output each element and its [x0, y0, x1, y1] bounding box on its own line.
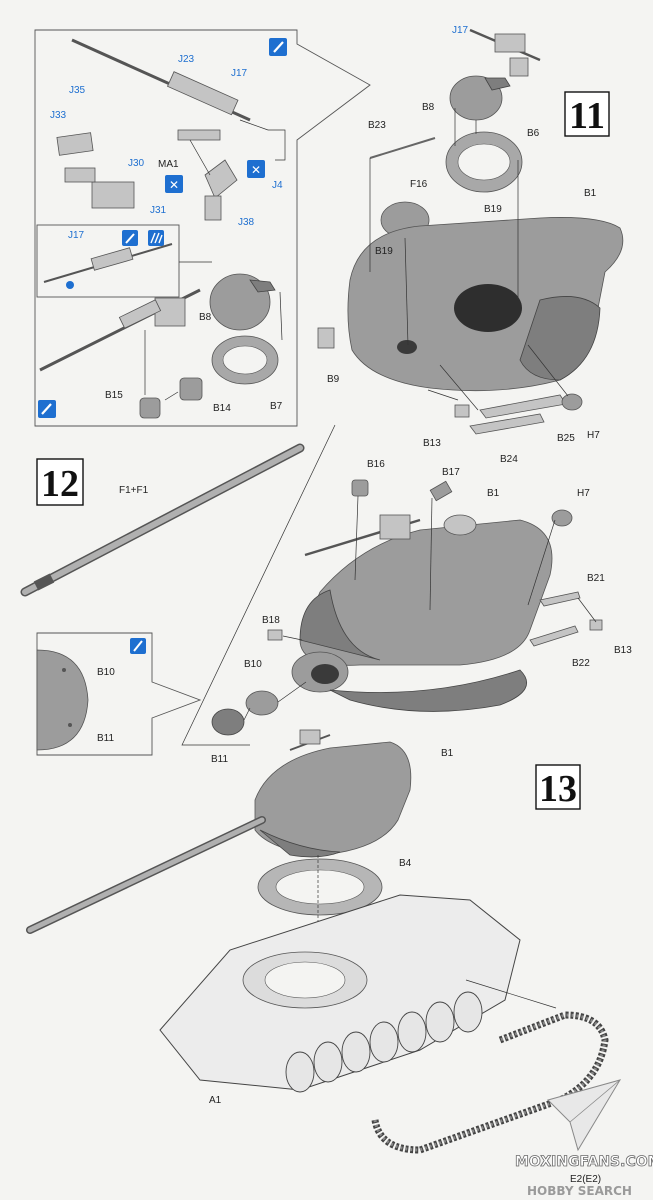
label-b4: B4	[399, 858, 412, 869]
svg-text:✕: ✕	[169, 178, 179, 192]
step11-subinset-frame	[36, 224, 180, 298]
turret-hatch-opening	[454, 284, 522, 332]
label-h7-11: H7	[587, 430, 600, 441]
part-b10	[245, 690, 279, 716]
label-b15: B15	[105, 390, 123, 401]
label-b17: B17	[442, 467, 460, 478]
label-b19-a: B19	[484, 204, 502, 215]
part-b16	[351, 479, 369, 497]
label-b14: B14	[213, 403, 231, 414]
label-j17-top: J17	[452, 25, 469, 36]
label-j35: J35	[69, 85, 86, 96]
label-b8: B8	[422, 102, 435, 113]
machine-gun-mounted-inset	[39, 288, 201, 372]
label-e2: E2(E2)	[570, 1174, 601, 1185]
label-b10-inset: B10	[97, 667, 115, 678]
label-j23: J23	[178, 54, 195, 65]
no-glue-icon-2	[247, 160, 265, 178]
part-b18	[267, 629, 283, 641]
no-glue-icon	[165, 175, 183, 193]
label-a1: A1	[209, 1095, 222, 1106]
step-number-13: 13	[539, 768, 577, 810]
watermark-site: MOXINGFANS.COM	[515, 1154, 653, 1170]
step-number-box-11	[564, 91, 610, 137]
part-b15	[139, 397, 161, 419]
part-b21	[539, 591, 581, 607]
label-b8-inset: B8	[199, 312, 212, 323]
label-b13-12: B13	[614, 645, 632, 656]
part-b13-12	[589, 619, 603, 631]
part-b24	[469, 413, 545, 435]
label-b11: B11	[211, 754, 228, 765]
label-b1-11: B1	[584, 188, 597, 199]
label-b13-11: B13	[423, 438, 441, 449]
paper-plane-logo	[547, 1079, 622, 1152]
part-h7-11	[561, 393, 583, 411]
part-b25	[479, 394, 567, 419]
label-b24: B24	[500, 454, 518, 465]
road-wheels	[285, 991, 483, 1093]
label-j38: J38	[238, 217, 255, 228]
part-labels: J17 B8 B23 B6 F16 B19 B19 B1 B9 B13 B24 …	[50, 25, 632, 1185]
label-b25: B25	[557, 433, 575, 444]
step-11: 11 ✕ ✕	[34, 28, 624, 435]
label-b21: B21	[587, 573, 605, 584]
label-f1f1: F1+F1	[119, 485, 149, 496]
step-number-12: 12	[41, 463, 79, 505]
part-b13-11	[454, 404, 470, 418]
part-b17	[429, 480, 453, 502]
label-b9: B9	[327, 374, 340, 385]
label-b6: B6	[527, 128, 540, 139]
label-b1-13: B1	[441, 748, 454, 759]
step-12: 12	[20, 424, 603, 756]
watermark: MOXINGFANS.COM HOBBY SEARCH	[515, 1079, 653, 1198]
watermark-brand: HOBBY SEARCH	[527, 1184, 632, 1198]
rod-b23	[369, 137, 436, 159]
label-b22: B22	[572, 658, 590, 669]
step-13: 13	[26, 729, 609, 1154]
label-b7: B7	[270, 401, 283, 412]
part-b9	[317, 327, 335, 349]
step12-inset-frame	[36, 632, 202, 756]
label-j17-inset: J17	[231, 68, 248, 79]
mantlet-b10-inset	[36, 649, 89, 751]
step-number-box-13	[535, 764, 581, 810]
label-j31: J31	[150, 205, 167, 216]
label-b11-inset: B11	[97, 733, 114, 744]
label-b23: B23	[368, 120, 386, 131]
part-b14	[179, 377, 203, 401]
step-number-box-12	[36, 458, 84, 506]
machine-gun-subinset	[43, 243, 173, 289]
step11-inset-frame	[34, 29, 371, 427]
label-j33: J33	[50, 110, 67, 121]
label-b16: B16	[367, 459, 385, 470]
label-j4: J4	[272, 180, 283, 191]
label-ma1: MA1	[158, 159, 179, 170]
label-b1-12: B1	[487, 488, 500, 499]
part-h7-12	[551, 509, 573, 527]
svg-text:✕: ✕	[251, 163, 261, 177]
label-b19-b: B19	[375, 246, 393, 257]
label-j30: J30	[128, 158, 145, 169]
step11-machine-gun	[469, 28, 541, 77]
label-b10: B10	[244, 659, 262, 670]
step-number-11: 11	[569, 95, 605, 137]
label-b18: B18	[262, 615, 280, 626]
part-b11	[211, 708, 245, 736]
label-j17-subinset: J17	[68, 230, 85, 241]
part-b22	[529, 625, 579, 647]
label-f16: F16	[410, 179, 428, 190]
label-h7-12: H7	[577, 488, 590, 499]
machine-gun-inset	[56, 38, 286, 221]
